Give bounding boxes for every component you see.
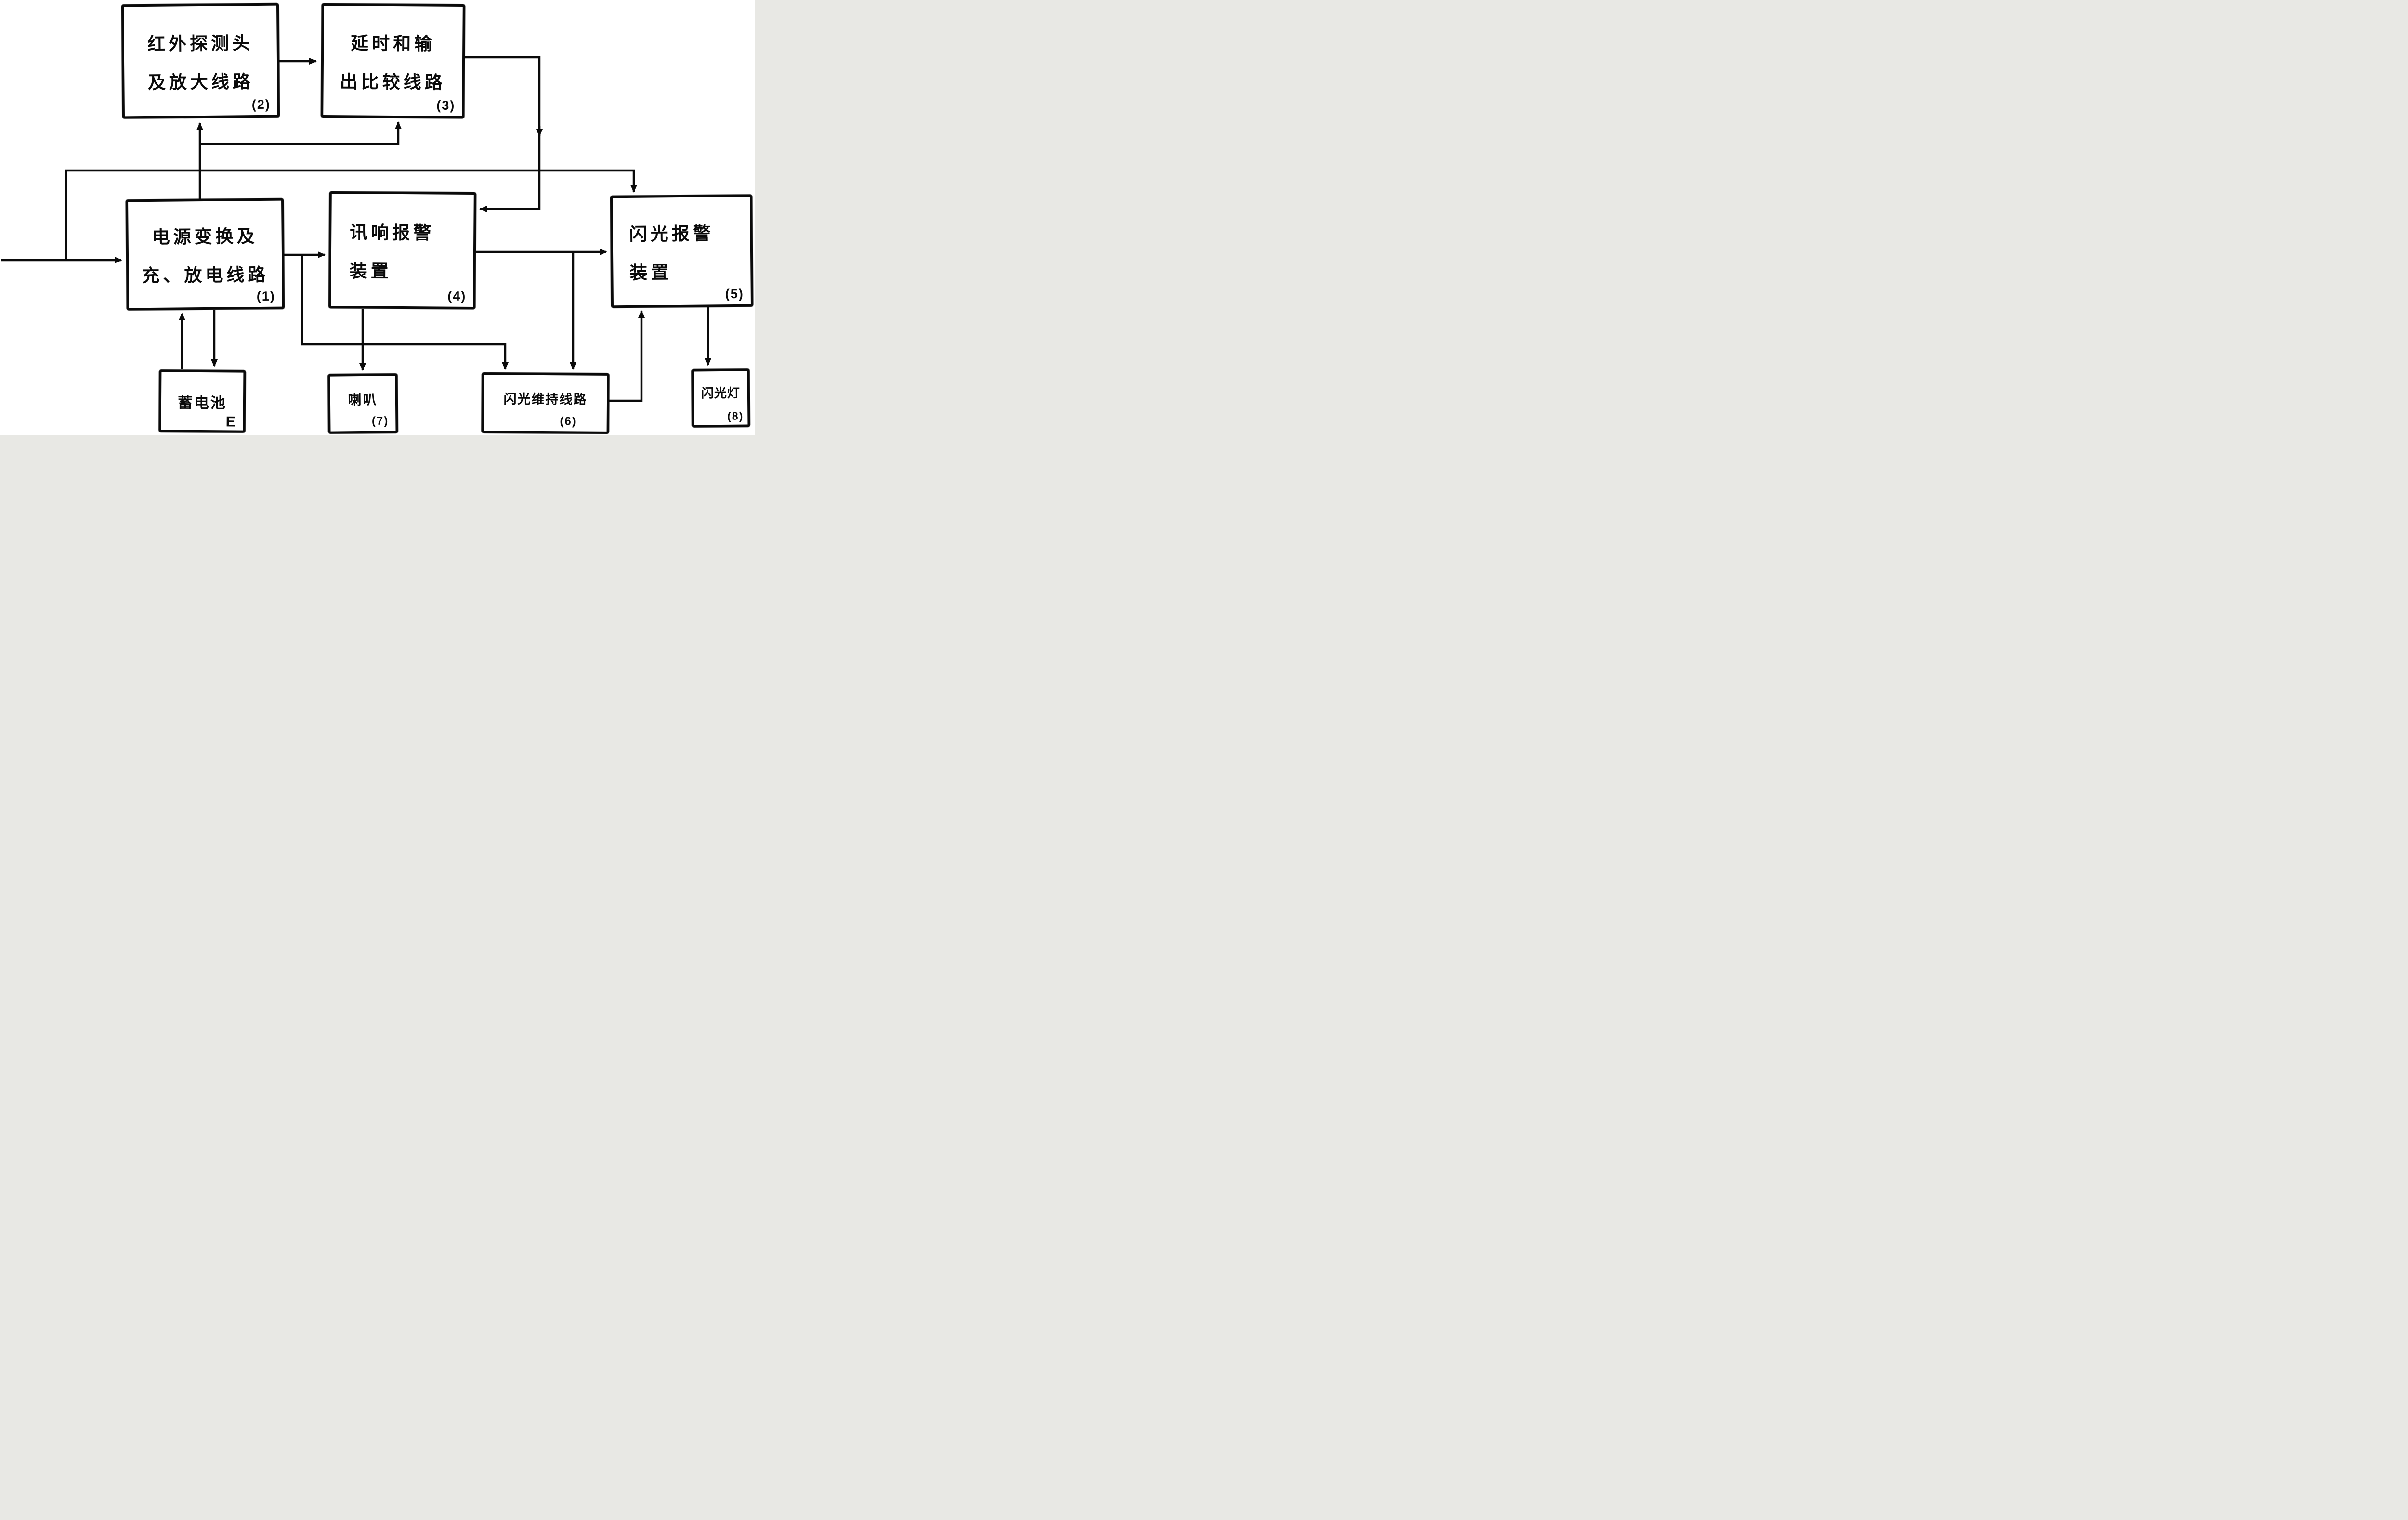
block-number: (8)	[727, 409, 744, 422]
block-sound-alarm: 讯响报警 装置 (4)	[328, 191, 476, 310]
block-label: 装置	[349, 261, 392, 281]
block-number: (5)	[725, 286, 744, 301]
block-label: 蓄电池	[177, 394, 227, 411]
block-number: (6)	[560, 415, 577, 428]
block-label: 装置	[629, 262, 672, 283]
block-number: (2)	[251, 97, 271, 112]
block-number: E	[225, 414, 236, 430]
block-label: 闪光维持线路	[503, 391, 588, 407]
block-label: 闪光报警	[629, 223, 714, 244]
wire-delay-to-sound	[465, 56, 541, 212]
block-label: 电源变换及	[152, 226, 258, 247]
block-horn: 喇叭 (7)	[327, 373, 398, 434]
block-flash-hold: 闪光维持线路 (6)	[481, 372, 610, 434]
block-number: (7)	[371, 414, 389, 428]
block-flash-alarm: 闪光报警 装置 (5)	[610, 194, 754, 308]
block-battery: 蓄电池 E	[158, 369, 246, 433]
block-power-convert: 电源变换及 充、放电线路 (1)	[126, 198, 285, 311]
block-label: 出比较线路	[340, 71, 446, 92]
block-delay-compare: 延时和输 出比较线路 (3)	[321, 3, 465, 119]
block-flash-lamp: 闪光灯 (8)	[691, 368, 750, 428]
block-label: 闪光灯	[701, 385, 741, 401]
block-infrared-detector: 红外探测头 及放大线路 (2)	[121, 3, 280, 119]
block-label: 讯响报警	[350, 222, 435, 243]
block-number: (3)	[436, 98, 456, 113]
block-label: 及放大线路	[147, 71, 254, 92]
block-label: 延时和输	[351, 33, 436, 54]
block-label: 喇叭	[348, 392, 378, 408]
block-label: 红外探测头	[147, 33, 254, 54]
block-number: (1)	[256, 288, 275, 304]
diagram-canvas: 红外探测头 及放大线路 (2) 延时和输 出比较线路 (3) 电源变换及 充、放…	[0, 0, 755, 435]
wire-power-to-delay	[200, 121, 402, 145]
block-number: (4)	[447, 288, 467, 303]
wire-flash-hold-to-flash-alarm	[608, 310, 645, 402]
block-label: 充、放电线路	[142, 264, 269, 286]
